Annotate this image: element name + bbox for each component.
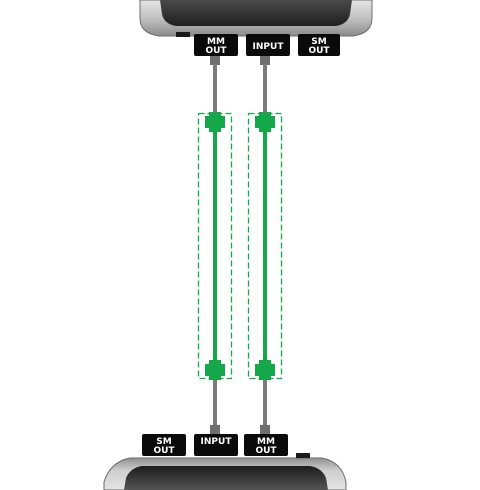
bottom-device-small-tab <box>296 453 310 458</box>
top-port-sm-out[interactable]: SM OUT <box>298 34 340 56</box>
top-port-sm-out-line2: OUT <box>308 46 330 56</box>
bottom-port-mm-out[interactable]: MM OUT <box>244 434 288 456</box>
cable-right-dashed-frame <box>247 112 283 380</box>
bottom-port-mm-out-line2: OUT <box>255 446 277 456</box>
top-device <box>139 0 373 37</box>
top-port-input[interactable]: INPUT <box>246 34 290 56</box>
bottom-device <box>103 453 347 490</box>
cable-left-dashed-frame <box>197 112 233 380</box>
cable-left-connector-top <box>210 56 220 65</box>
cable-right-connector-bottom <box>260 425 270 434</box>
bottom-port-sm-out-line2: OUT <box>153 446 175 456</box>
top-device-small-tab <box>176 32 190 37</box>
bottom-port-sm-out[interactable]: SM OUT <box>142 434 186 456</box>
top-port-mm-out[interactable]: MM OUT <box>194 34 238 56</box>
cable-left-plug-top <box>205 112 225 132</box>
cable-left-connector-bottom <box>210 425 220 434</box>
cable-right-connector-top <box>260 56 270 65</box>
bottom-port-mm-out-line1: MM <box>257 437 275 447</box>
top-port-sm-out-line1: SM <box>311 37 326 47</box>
top-port-input-line1: INPUT <box>253 42 285 52</box>
cable-left <box>197 56 233 434</box>
bottom-device-screen <box>124 466 328 490</box>
bottom-port-sm-out-line1: SM <box>156 437 171 447</box>
bottom-port-input-line1: INPUT <box>201 437 233 447</box>
top-port-mm-out-line1: MM <box>207 37 225 47</box>
cable-right <box>247 56 283 434</box>
cable-left-plug-bottom <box>205 360 225 380</box>
cable-right-plug-bottom <box>255 360 275 380</box>
bottom-port-input[interactable]: INPUT <box>194 434 238 456</box>
top-port-mm-out-line2: OUT <box>205 46 227 56</box>
cable-right-plug-top <box>255 112 275 132</box>
top-device-screen <box>160 0 352 26</box>
